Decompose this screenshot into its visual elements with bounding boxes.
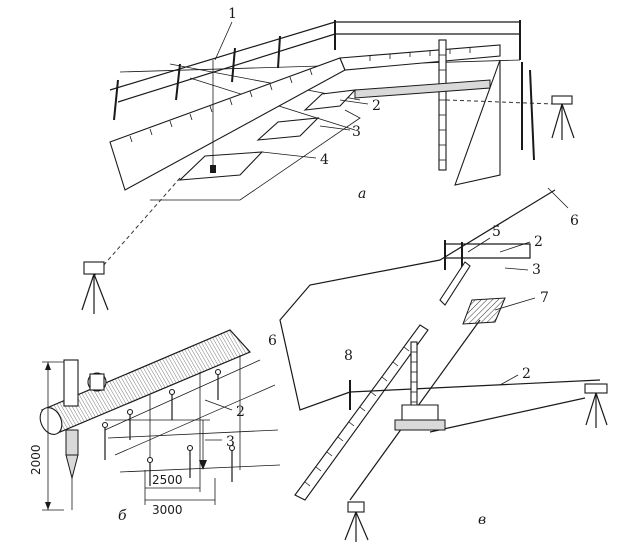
leader-3a: [319, 125, 351, 131]
part-captions: а б в: [118, 186, 486, 528]
leader-2b: [204, 399, 233, 411]
label-3-c: 3: [532, 262, 541, 278]
leader-2d: [499, 374, 519, 386]
ground-line-a: [150, 109, 361, 201]
footing-pads: [178, 79, 491, 181]
measuring-tape-long-v: [294, 324, 429, 501]
label-3-a: 3: [352, 124, 361, 140]
label-8: 8: [344, 348, 353, 364]
base-block-v: [394, 419, 446, 431]
right-poles-a: [521, 62, 535, 161]
caption-v: в: [478, 512, 486, 528]
leader-7: [494, 297, 536, 311]
wall-panel-right: [454, 59, 501, 186]
leveling-staff-v: [410, 341, 418, 413]
dimension-height-label: 2000: [29, 444, 43, 475]
label-1: 1: [228, 6, 237, 22]
callout-labels: 1 2 3 4 5 2 3 6 7 6 8 2 2 3: [226, 6, 579, 450]
leader-2a: [339, 99, 369, 105]
label-2-d: 2: [522, 366, 531, 382]
tape-ticks-a: [129, 48, 471, 143]
label-5: 5: [492, 224, 501, 240]
tripod-bottom-v: [344, 501, 369, 542]
wire-grid-b: [104, 355, 281, 473]
axis-line-v: [429, 397, 586, 433]
axis-wire-v-2: [349, 379, 601, 393]
label-6-top: 6: [570, 213, 579, 229]
fence-posts-b: [101, 368, 236, 486]
label-2-a: 2: [372, 98, 381, 114]
label-6-left: 6: [268, 333, 277, 349]
tripod-right-v: [584, 383, 608, 428]
label-7: 7: [540, 290, 549, 306]
plumb-pointer-b: [65, 429, 79, 510]
drawing-part-a: [94, 20, 556, 276]
plumb-bob-a: [210, 165, 216, 173]
leader-5: [467, 237, 491, 253]
measuring-tape-top: [339, 44, 501, 71]
cast-off-frame-5: [445, 243, 531, 259]
tripod-right-a: [551, 95, 575, 140]
marker-plate-7: [462, 297, 506, 325]
dimension-3000-label: 3000: [152, 503, 183, 517]
dimension-2500-label: 2500: [152, 473, 183, 487]
leader-3c: [504, 267, 529, 271]
caption-b: б: [118, 508, 127, 524]
plumb-bob-b: [199, 460, 207, 470]
leader-4: [261, 151, 317, 159]
pipe-end: [39, 407, 63, 435]
label-2-c: 2: [534, 234, 543, 250]
dimension-labels: 2000 2500 3000: [29, 444, 183, 517]
label-4: 4: [320, 152, 329, 168]
drawing-part-v: [279, 187, 608, 542]
leader-6top: [547, 187, 569, 209]
tripod-left: [81, 261, 109, 314]
pipe-clamp: [63, 359, 107, 407]
label-3-b: 3: [226, 434, 235, 450]
drawing-part-b: [39, 329, 281, 511]
leveling-staff-a: [438, 39, 447, 171]
leader-1: [214, 21, 233, 61]
sight-line-a-left: [94, 177, 181, 276]
tape-small-v: [439, 261, 471, 306]
label-2-b: 2: [236, 404, 245, 420]
leader-2c: [499, 241, 531, 253]
tape-ticks-v: [304, 346, 410, 487]
caption-a: а: [358, 186, 366, 202]
dimension-lines-horizontal: [144, 470, 216, 505]
cast-off-string-6: [279, 189, 556, 411]
